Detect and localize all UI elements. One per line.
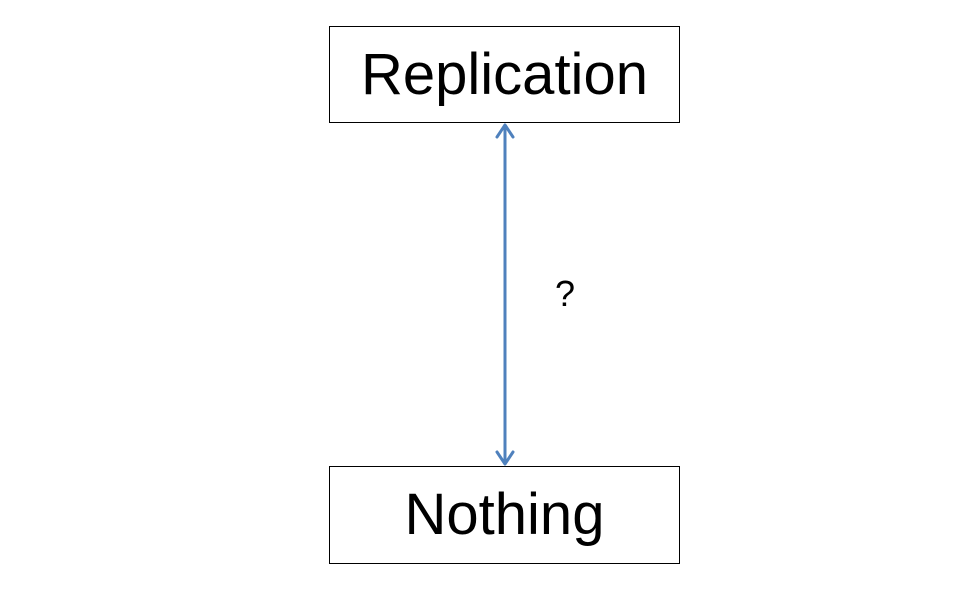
node-nothing-label: Nothing [404, 482, 605, 547]
arrowhead-up [495, 123, 515, 139]
edge-question-text: ? [554, 273, 576, 314]
node-nothing: Nothing [329, 466, 680, 564]
node-replication: Replication [329, 26, 680, 123]
arrowhead-down [495, 450, 515, 466]
edge-question-label: ? [548, 270, 582, 318]
node-replication-label: Replication [361, 41, 648, 107]
